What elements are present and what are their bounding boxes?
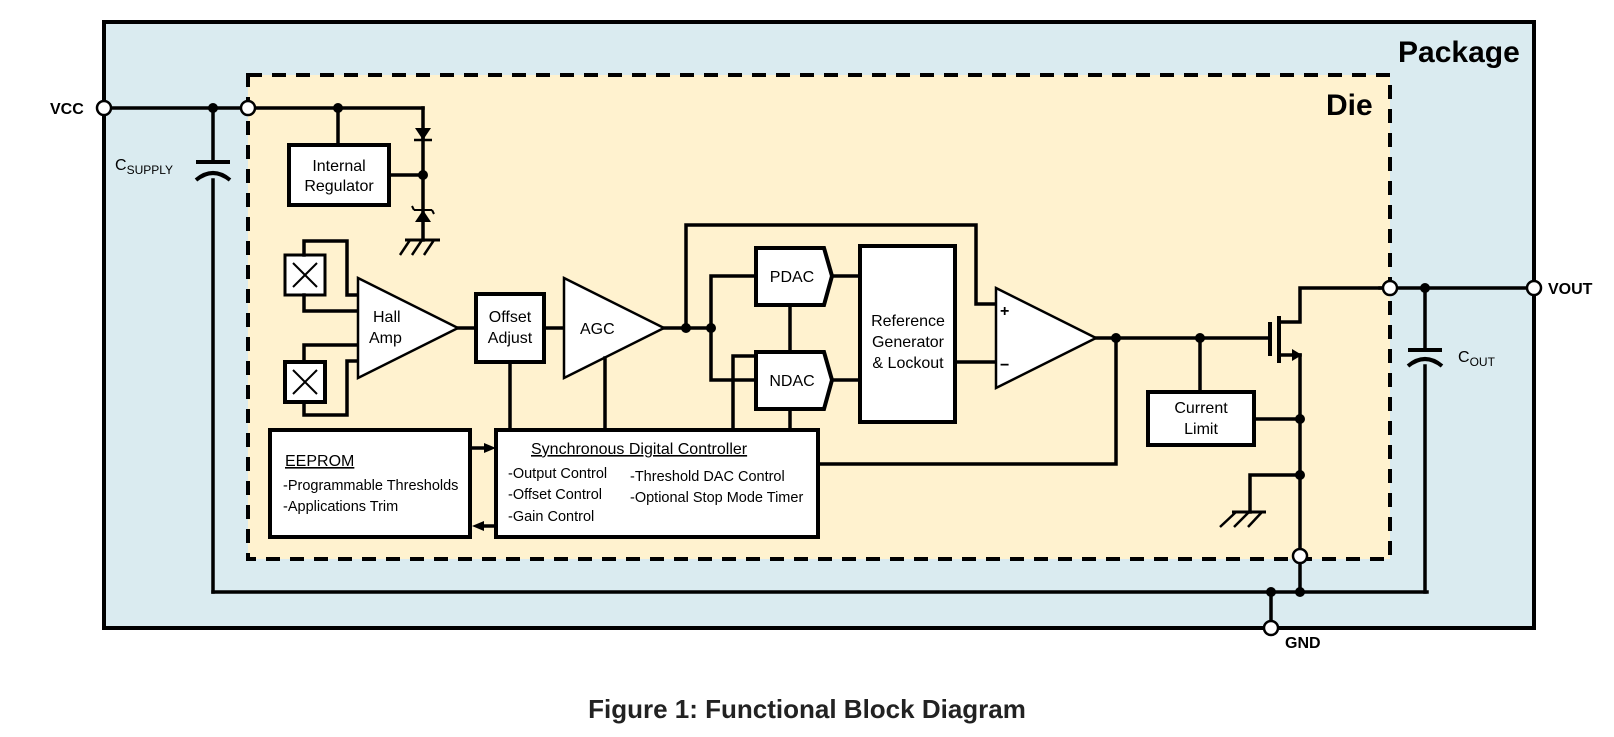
die-gnd-pad [1291, 547, 1309, 565]
junction [1295, 587, 1305, 597]
controller-item: -Threshold DAC Control [630, 469, 785, 485]
ndac-block [754, 350, 835, 411]
hall-element-top [283, 253, 327, 297]
controller-to-eeprom-arrow [472, 521, 498, 531]
agc-amp [562, 275, 667, 381]
hall-amp-label: Hall [373, 309, 401, 326]
eeprom-item: -Applications Trim [283, 499, 398, 515]
internal-regulator-label: Internal [312, 158, 365, 175]
controller-item: -Gain Control [508, 509, 594, 525]
c-supply-label: CSUPPLY [115, 157, 173, 177]
junction [208, 103, 218, 113]
comparator-minus: − [1000, 357, 1009, 374]
eeprom-block [268, 428, 472, 539]
gnd-label: GND [1285, 635, 1321, 652]
eeprom-title: EEPROM [285, 453, 354, 470]
hall-amp-label-2: Amp [369, 330, 402, 347]
reference-generator-label-3: & Lockout [872, 355, 944, 372]
comparator [994, 285, 1099, 391]
eeprom-to-controller-arrow [468, 443, 496, 453]
ndac-label: NDAC [769, 373, 814, 390]
current-limit-block [1146, 390, 1256, 447]
package-label: Package [1398, 36, 1520, 69]
pdac-block [754, 246, 835, 307]
reference-generator-label: Reference [871, 313, 945, 330]
die-vcc-pad [239, 99, 257, 117]
ground-icon [1219, 510, 1266, 528]
controller-title: Synchronous Digital Controller [531, 441, 748, 458]
vout-label: VOUT [1548, 281, 1593, 298]
vcc-net [102, 106, 1429, 594]
c-out-label: COUT [1458, 349, 1496, 369]
agc-label: AGC [580, 321, 615, 338]
junction [1295, 414, 1305, 424]
hall-amp [356, 275, 461, 381]
controller-block [494, 428, 820, 539]
vcc-pin[interactable] [95, 99, 113, 117]
current-limit-label-2: Limit [1184, 421, 1218, 438]
controller-item: -Offset Control [508, 487, 602, 503]
gnd-pin[interactable] [1262, 619, 1280, 637]
offset-adjust-label: Offset [489, 309, 532, 326]
comparator-plus: + [1000, 303, 1009, 320]
ground-icon [398, 238, 440, 256]
internal-regulator-block [287, 143, 391, 207]
reference-generator-label-2: Generator [872, 334, 945, 351]
vout-pin[interactable] [1525, 279, 1543, 297]
eeprom-item: -Programmable Thresholds [283, 478, 458, 494]
controller-item: -Output Control [508, 466, 607, 482]
pdac-label: PDAC [770, 269, 814, 286]
die-vout-pad [1381, 279, 1399, 297]
hall-element-bottom [283, 360, 327, 404]
current-limit-label: Current [1174, 400, 1228, 417]
die-label: Die [1326, 89, 1373, 122]
offset-adjust-block [474, 292, 546, 364]
diode-zener-stack [387, 128, 435, 242]
c-out-capacitor [1406, 348, 1444, 368]
reference-generator-block [858, 244, 957, 424]
figure-caption: Figure 1: Functional Block Diagram [588, 694, 1026, 724]
internal-regulator-label-2: Regulator [304, 178, 374, 195]
junction [333, 103, 343, 113]
hall-wires [302, 239, 360, 417]
offset-adjust-label-2: Adjust [488, 330, 533, 347]
c-supply-capacitor [194, 160, 232, 182]
vcc-label: VCC [50, 101, 84, 118]
controller-item: -Optional Stop Mode Timer [630, 490, 803, 506]
